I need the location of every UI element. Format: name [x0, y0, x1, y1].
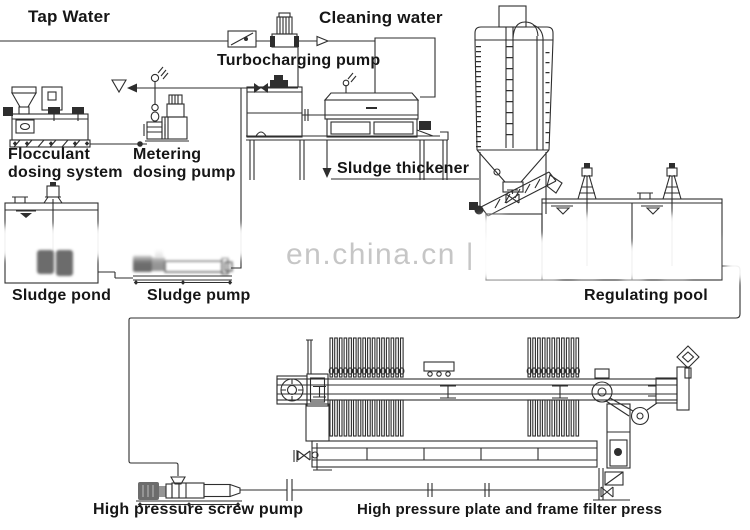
vertical-thickener-tank [474, 5, 554, 214]
label-regulating-pool: Regulating pool [584, 287, 708, 304]
watermark: en.china.cn | [286, 238, 476, 271]
label-sludge-pump: Sludge pump [147, 287, 251, 304]
down-arrow-icon [322, 168, 332, 178]
drum-mixing-tank [246, 75, 325, 138]
valve-icon [254, 83, 268, 93]
thickener-feed-box [374, 37, 436, 98]
label-cleaning-water: Cleaning water [319, 8, 443, 27]
sludge-thickener-icon [246, 72, 479, 180]
label-tap-water: Tap Water [28, 7, 111, 26]
screw-conveyor-icon [469, 171, 563, 217]
label-line: dosing pump [133, 163, 236, 181]
turbocharging-pump-icon [270, 12, 299, 48]
label-sludge-thickener: Sludge thickener [337, 160, 470, 177]
label-metering-dosing-pump: Metering dosing pump [133, 146, 253, 181]
screw-pump-icon [136, 476, 242, 507]
dosing-water-line [111, 79, 298, 94]
label-line: Flocculant [8, 146, 91, 163]
sludge-pump-base [133, 275, 233, 285]
label-flocculant-dosing-system: Flocculant dosing system [8, 146, 128, 181]
filter-press-icon [240, 337, 700, 501]
flocculant-dosing-system-icon [3, 86, 91, 148]
label-line: Metering [133, 146, 202, 163]
flow-arrow-icon [127, 83, 137, 93]
flow-meter-icon [227, 30, 257, 48]
press-feed-pipe [128, 313, 741, 476]
label-turbocharging-pump: Turbocharging pump [217, 52, 381, 69]
metering-dosing-pump-icon [90, 66, 189, 147]
filter-plates [526, 337, 580, 437]
label-sludge-pond: Sludge pond [12, 287, 112, 304]
filter-plates [328, 337, 405, 437]
pond-sludge-blobs [37, 250, 73, 276]
label-high-pressure-filter-press: High pressure plate and frame filter pre… [357, 501, 663, 518]
handwheel-icon [676, 345, 700, 369]
flow-arrow-icon [316, 35, 330, 47]
label-high-pressure-screw-pump: High pressure screw pump [93, 501, 304, 518]
label-line: dosing system [8, 163, 123, 181]
sludge-feed-pipe [231, 88, 242, 269]
tap-water-pipe [0, 35, 375, 87]
